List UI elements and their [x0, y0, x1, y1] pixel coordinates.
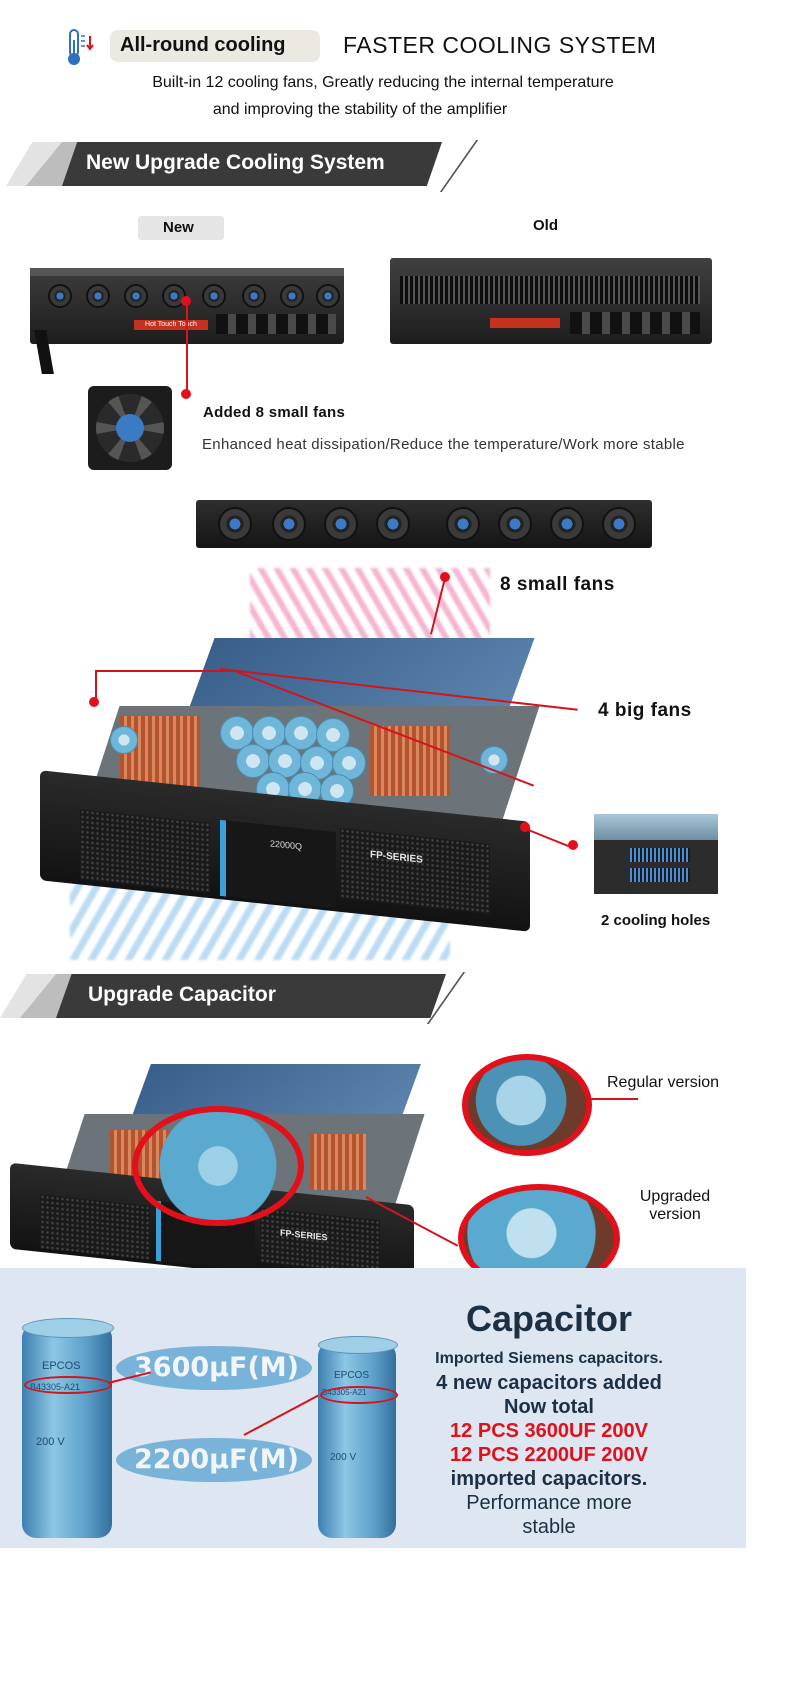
small-fan-icon [218, 507, 252, 541]
capacitor-line-5: 12 PCS 2200UF 200V [450, 1444, 648, 1466]
regular-version-label: Regular version [607, 1074, 720, 1091]
small-fan-icon [550, 507, 584, 541]
upgraded-version-label-1: Upgraded [639, 1188, 711, 1205]
banner-slash [439, 140, 479, 192]
pointer-dot [89, 697, 99, 707]
added-fans-title: Added 8 small fans [203, 404, 346, 421]
header-pill-label: All-round cooling [120, 34, 286, 56]
capacitor [236, 744, 270, 778]
big-fans-label: 4 big fans [598, 700, 692, 721]
pointer-line [95, 670, 97, 698]
capacitance-badge-2-text: 2200μF(M) [134, 1444, 300, 1475]
small-fan-icon [124, 284, 148, 308]
capacitor-voltage: 200 V [36, 1436, 65, 1448]
capacitor [110, 726, 138, 754]
pointer-line [186, 296, 188, 394]
pointer-dot [440, 572, 450, 582]
banner-title: New Upgrade Cooling System [86, 151, 385, 174]
capacitor-voltage: 200 V [330, 1452, 357, 1463]
cooling-holes-image [594, 814, 718, 894]
old-amplifier-rear-image [390, 258, 712, 344]
section-banner-capacitor: Upgrade Capacitor [0, 972, 466, 1024]
capacitor-line-3: Now total [504, 1396, 594, 1418]
small-fan-icon [242, 284, 266, 308]
heatsink [310, 1134, 366, 1190]
pointer-line [586, 1098, 638, 1100]
amp-display-strip [220, 819, 336, 909]
capacitor-line-6: imported capacitors. [450, 1468, 648, 1490]
warning-sticker [490, 318, 560, 328]
added-fans-description: Enhanced heat dissipation/Reduce the tem… [202, 436, 685, 453]
section-banner-cooling: New Upgrade Cooling System [6, 140, 479, 192]
capacitor-highlight-ring [132, 1106, 304, 1226]
amp-front-grill-left [80, 809, 210, 893]
rear-vent-grill [400, 276, 700, 304]
small-fan-icon [48, 284, 72, 308]
new-label-pill [138, 216, 224, 240]
old-label: Old [533, 217, 558, 234]
capacitor-brand: EPCOS [334, 1370, 370, 1381]
pointer-line [95, 670, 235, 672]
small-fan-icon [202, 284, 226, 308]
fan-panel-image [196, 500, 652, 548]
capacitor-line-4: 12 PCS 3600UF 200V [450, 1420, 648, 1442]
small-fan-icon [324, 507, 358, 541]
capacitor-brand: EPCOS [42, 1360, 81, 1372]
new-label: New [163, 219, 194, 236]
capacitor-cylinder-1: EPCOS B43305-A21 200 V [22, 1318, 114, 1538]
banner-title: Upgrade Capacitor [88, 983, 276, 1006]
rear-connectors [570, 312, 700, 334]
small-fan-icon [602, 507, 636, 541]
capacitance-badge-1-text: 3600μF(M) [134, 1352, 300, 1383]
cooling-holes-label: 2 cooling holes [601, 912, 711, 929]
rear-top-strip [30, 268, 344, 276]
small-fan-icon [280, 284, 304, 308]
capacitor-line-8: stable [522, 1516, 576, 1538]
capacitor-cylinder-2: EPCOS B43305-A21 200 V [318, 1336, 398, 1538]
capacitor-title: Capacitor [465, 1298, 633, 1339]
pointer-dot [568, 840, 578, 850]
amplifier-open-image: 22000Q FP-SERIES [40, 636, 540, 936]
small-fan-icon [86, 284, 110, 308]
small-fan-icon [316, 284, 340, 308]
regular-version-ring [462, 1054, 592, 1156]
pointer-ellipse [320, 1386, 398, 1404]
pointer-dot [520, 822, 530, 832]
rear-connectors [216, 314, 336, 334]
pointer-ellipse [24, 1376, 112, 1394]
banner-bar [62, 142, 442, 186]
capacitance-badge-2 [116, 1438, 312, 1482]
cooling-hole [630, 848, 690, 862]
amp-front-grill-left [40, 1194, 150, 1260]
capacitor-top [318, 1336, 398, 1354]
small-fan-icon [498, 507, 532, 541]
capacitance-badge-1 [116, 1346, 312, 1390]
pointer-dot [181, 296, 191, 306]
capacitor-line-1: Imported Siemens capacitors. [435, 1350, 663, 1367]
pointer-dot [181, 389, 191, 399]
header-subtitle-line2: and improving the stability of the ampli… [212, 101, 508, 118]
small-fan-icon [376, 507, 410, 541]
thermometer-icon [64, 28, 94, 68]
header-title: FASTER COOLING SYSTEM [343, 32, 657, 58]
capacitor-top [22, 1318, 114, 1338]
small-fan-icon [272, 507, 306, 541]
fan-hub [116, 414, 144, 442]
capacitor-line-7: Performance more [466, 1492, 632, 1514]
single-fan-image [88, 386, 172, 470]
capacitor-line-2: 4 new capacitors added [436, 1372, 662, 1394]
upgraded-version-label-2: version [649, 1206, 701, 1223]
holes-top [594, 814, 718, 840]
banner-bar [56, 974, 446, 1018]
small-fan-icon [446, 507, 480, 541]
header-subtitle-line1: Built-in 12 cooling fans, Greatly reduci… [152, 74, 614, 91]
header-pill [110, 30, 320, 62]
small-fans-label: 8 small fans [500, 574, 615, 595]
warning-sticker: Hot Touch Touch [134, 320, 208, 330]
cooling-hole [630, 868, 690, 882]
